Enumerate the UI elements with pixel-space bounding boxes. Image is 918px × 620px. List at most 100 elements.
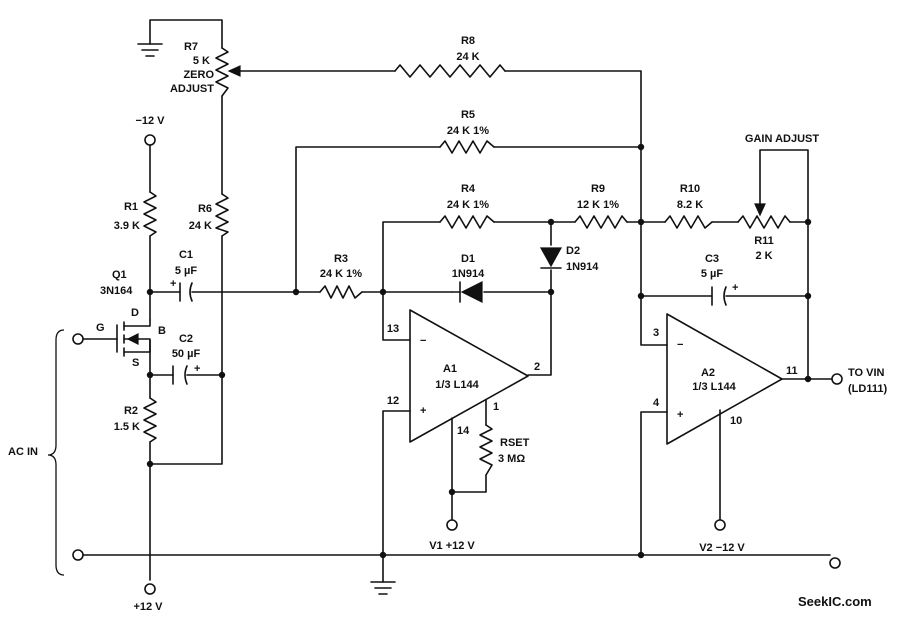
a1-minus: − <box>420 335 426 347</box>
resistors <box>143 47 791 476</box>
q1-value: 3N164 <box>100 285 133 297</box>
a1-pin-inv: 13 <box>387 323 399 335</box>
potentiometer-r11 <box>737 215 791 229</box>
a2-pin-v: 10 <box>730 415 742 427</box>
q1-drain: D <box>131 307 139 319</box>
d2-ref: D2 <box>566 245 580 257</box>
q1-body: B <box>158 325 166 337</box>
r1-value: 3.9 K <box>114 220 140 232</box>
terminal-plus12v <box>144 583 156 595</box>
resistor-r6 <box>215 193 229 237</box>
q1-ref: Q1 <box>112 269 127 281</box>
c3-value: 5 µF <box>701 268 724 280</box>
plus12v-label: +12 V <box>133 601 163 613</box>
r10-value: 8.2 K <box>677 199 703 211</box>
a2-pin-noninv: 4 <box>653 397 660 409</box>
q1-gate: G <box>96 322 105 334</box>
q1-source: S <box>132 357 139 369</box>
a1-plus: + <box>420 405 426 417</box>
ac-in-label: AC IN <box>8 446 38 458</box>
minus12v-label: −12 V <box>135 115 165 127</box>
terminal-v1 <box>446 519 458 531</box>
wires <box>47 19 833 583</box>
capacitors <box>172 282 727 385</box>
labels: R7 5 K ZERO ADJUST R8 24 K R5 24 K 1% −1… <box>8 35 887 613</box>
a2-pin-out: 11 <box>786 365 798 377</box>
rset-ref: RSET <box>500 437 530 449</box>
a2-value: 1/3 L144 <box>692 381 736 393</box>
d1-value: 1N914 <box>452 268 485 280</box>
c3-ref: C3 <box>705 253 719 265</box>
r11-wiper-arrow <box>754 203 766 217</box>
terminal-minus12v <box>144 134 156 146</box>
a1-pin-set: 1 <box>493 401 499 413</box>
r7-note1: ZERO <box>183 69 214 81</box>
d1-ref: D1 <box>461 253 475 265</box>
diode-d2 <box>539 247 563 268</box>
output-label-line1: TO VIN <box>848 367 885 379</box>
junctions <box>146 143 812 559</box>
r7-value: 5 K <box>193 55 210 67</box>
r7-ref: R7 <box>184 41 198 53</box>
a2-minus: − <box>677 339 683 351</box>
watermark: SeekIC.com <box>798 594 872 609</box>
a1-pin-gnd: 14 <box>457 425 470 437</box>
resistor-r10 <box>664 215 713 229</box>
r6-ref: R6 <box>198 203 212 215</box>
r6-value: 24 K <box>189 220 212 232</box>
terminal-ac-in-bottom <box>72 549 84 561</box>
v2-label: V2 −12 V <box>699 542 745 554</box>
r9-ref: R9 <box>591 183 605 195</box>
r3-ref: R3 <box>334 253 348 265</box>
r2-value: 1.5 K <box>114 421 140 433</box>
r7-note2: ADJUST <box>170 83 214 95</box>
terminal-ground-right <box>829 557 841 569</box>
r10-ref: R10 <box>680 183 700 195</box>
resistor-rset <box>479 424 493 476</box>
c2-value: 50 µF <box>172 348 201 360</box>
potentiometer-r7 <box>215 47 229 97</box>
opamp-a1 <box>409 309 529 443</box>
r5-ref: R5 <box>461 109 475 121</box>
r1-ref: R1 <box>124 201 138 213</box>
r5-value: 24 K 1% <box>447 125 489 137</box>
a2-ref: A2 <box>701 367 715 379</box>
c2-plus: + <box>194 363 200 375</box>
resistor-r4 <box>439 215 495 229</box>
a1-pin-out: 2 <box>534 361 540 373</box>
terminal-ac-in-top <box>72 333 84 345</box>
output-label-line2: (LD111) <box>848 383 887 395</box>
r4-value: 24 K 1% <box>447 199 489 211</box>
a2-pin-inv: 3 <box>653 327 659 339</box>
gain-adjust-label: GAIN ADJUST <box>745 133 819 145</box>
r7-wiper-arrow <box>227 65 241 77</box>
c2-ref: C2 <box>179 333 193 345</box>
resistor-r2 <box>143 397 157 443</box>
r11-value: 2 K <box>755 250 772 262</box>
resistor-r8 <box>394 64 506 78</box>
c1-value: 5 µF <box>175 265 198 277</box>
c3-plus: + <box>732 282 738 294</box>
rset-value: 3 MΩ <box>498 453 525 465</box>
r11-ref: R11 <box>754 235 774 247</box>
terminal-output <box>831 373 843 385</box>
r8-ref: R8 <box>461 35 475 47</box>
resistor-r3 <box>319 285 363 299</box>
diode-d1 <box>460 281 483 303</box>
r3-value: 24 K 1% <box>320 268 362 280</box>
opamp-a2 <box>666 313 783 445</box>
resistor-r1 <box>143 191 157 237</box>
c1-ref: C1 <box>179 249 193 261</box>
d2-value: 1N914 <box>566 261 599 273</box>
a1-ref: A1 <box>443 363 457 375</box>
r8-value: 24 K <box>456 51 479 63</box>
resistor-r5 <box>439 140 495 154</box>
r2-ref: R2 <box>124 405 138 417</box>
c1-plus: + <box>170 278 176 290</box>
a2-plus: + <box>677 409 683 421</box>
ground-symbols <box>137 43 396 595</box>
v1-label: V1 +12 V <box>429 540 475 552</box>
resistor-r9 <box>574 215 628 229</box>
